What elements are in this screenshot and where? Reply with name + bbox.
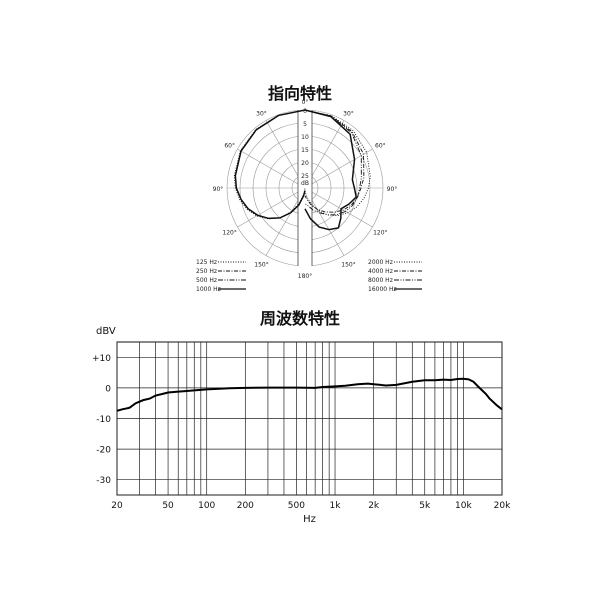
- freq-x-tick: 5k: [419, 501, 431, 511]
- frequency-grid: [116, 341, 503, 496]
- polar-series-8000-hz: [304, 109, 362, 216]
- polar-angle-label: 90°: [387, 186, 398, 193]
- freq-y-tick: -30: [96, 476, 111, 486]
- freq-x-tick: 50: [162, 501, 174, 511]
- freq-x-tick: 100: [198, 501, 215, 511]
- freq-x-tick: 200: [237, 501, 254, 511]
- polar-radial-tick: 15: [301, 147, 309, 154]
- polar-series-4000-hz: [304, 109, 365, 213]
- polar-legend-label: 2000 Hz: [368, 259, 393, 266]
- polar-angle-label: 150°: [254, 261, 268, 268]
- polar-legend-label: 250 Hz: [196, 268, 217, 275]
- polar-radial-tick: 0: [303, 108, 307, 115]
- polar-angle-label: 120°: [222, 230, 236, 237]
- polar-angle-label: 30°: [256, 111, 267, 118]
- polar-angle-label: 90°: [213, 186, 224, 193]
- freq-x-tick: 1k: [330, 501, 342, 511]
- polar-curves: [233, 109, 371, 231]
- freq-y-axis-label: dBV: [96, 326, 116, 337]
- polar-legend-label: 125 Hz: [196, 259, 217, 266]
- polar-legend-label: 1000 Hz: [196, 286, 221, 293]
- polar-angle-label: 180°: [298, 273, 312, 280]
- polar-legend-label: 4000 Hz: [368, 268, 393, 275]
- freq-y-tick: 0: [105, 384, 111, 394]
- polar-angle-label: 120°: [373, 230, 387, 237]
- polar-grid: [226, 108, 384, 268]
- freq-x-tick: 20: [111, 501, 123, 511]
- freq-y-tick: +10: [92, 354, 111, 364]
- polar-spoke: [237, 148, 306, 189]
- polar-angle-label: 60°: [375, 143, 386, 150]
- polar-label-band: [298, 108, 312, 268]
- polar-pattern-title: 指向特性: [267, 84, 332, 103]
- polar-series-1000-hz: [234, 109, 306, 220]
- polar-spoke: [237, 187, 306, 228]
- polar-legend-label: 16000 Hz: [368, 286, 397, 293]
- polar-radial-tick: 20: [301, 160, 309, 167]
- polar-legend: 125 Hz 250 Hz 500 Hz 1000 Hz 2000 Hz 4000 Hz 8…: [196, 259, 422, 293]
- polar-angle-label: 150°: [341, 261, 355, 268]
- polar-angle-label: 30°: [343, 111, 354, 118]
- freq-y-tick: -10: [96, 415, 111, 425]
- frequency-curve: [116, 377, 503, 412]
- freq-x-tick: 500: [288, 501, 305, 511]
- polar-radial-tick: 10: [301, 134, 309, 141]
- polar-angle-label: 0°: [302, 99, 309, 106]
- polar-radial-tick: 25: [301, 173, 309, 180]
- polar-legend-label: 500 Hz: [196, 277, 217, 284]
- freq-x-tick: 2k: [368, 501, 380, 511]
- polar-radial-unit: dB: [301, 180, 309, 187]
- polar-series-16000-hz: [304, 109, 358, 231]
- polar-legend-label: 8000 Hz: [368, 277, 393, 284]
- freq-x-axis-label: Hz: [303, 514, 316, 525]
- frequency-response-title: 周波数特性: [259, 309, 340, 328]
- frequency-labels: +10 0 -10 -20 -30 20 50 100 200 500 1k 2k 5k 10k 20k dB…: [92, 326, 511, 525]
- polar-series-125-hz: [233, 109, 306, 220]
- freq-x-tick: 20k: [494, 501, 511, 511]
- polar-spoke: [304, 187, 373, 228]
- freq-response-line: [116, 377, 503, 412]
- polar-spoke: [304, 148, 373, 189]
- freq-y-tick: -20: [96, 446, 111, 456]
- polar-radial-tick: 5: [303, 121, 307, 128]
- polar-angle-label: 60°: [224, 143, 235, 150]
- freq-x-tick: 10k: [455, 501, 472, 511]
